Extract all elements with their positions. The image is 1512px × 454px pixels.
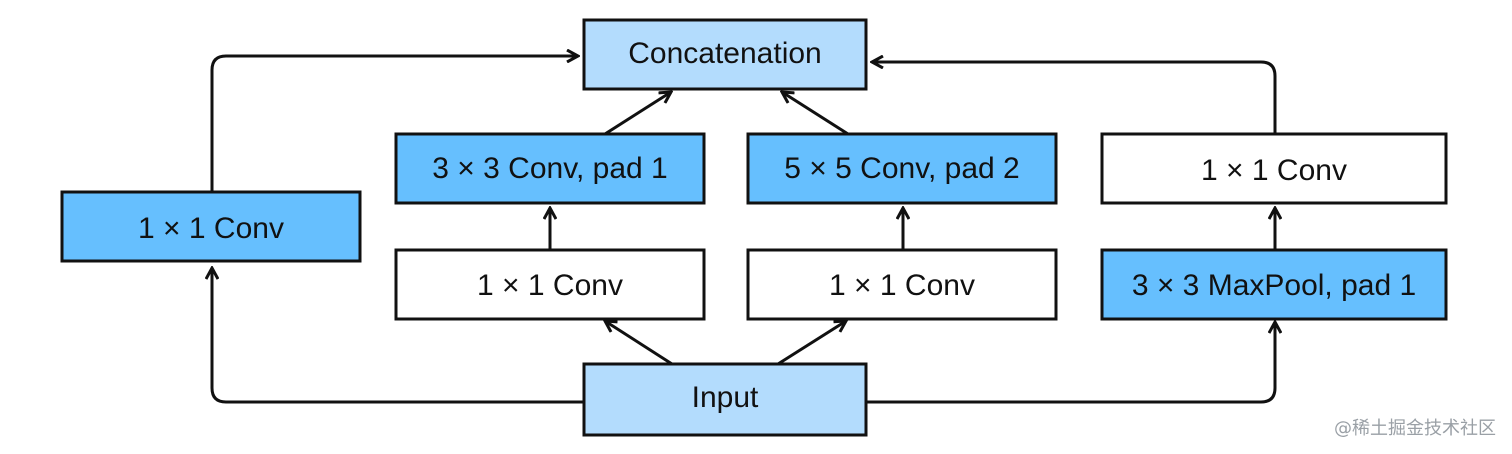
edge-branch1-to-concat — [210, 56, 578, 192]
branch3-conv5x5-label: 5 × 5 Conv, pad 2 — [784, 152, 1019, 185]
branch4-maxpool-node: 3 × 3 MaxPool, pad 1 — [1100, 248, 1448, 321]
branch2-conv3x3-label: 3 × 3 Conv, pad 1 — [432, 152, 667, 185]
input-label: Input — [692, 381, 759, 414]
edge-input-to-branch1 — [212, 268, 584, 404]
concatenation-node: Concatenation — [582, 18, 868, 91]
branch2-conv1x1-box — [394, 248, 706, 321]
input-node: Input — [582, 362, 868, 437]
branch4-conv1x1-box — [1100, 132, 1448, 205]
branch3-conv5x5-box — [746, 132, 1058, 205]
branch1-conv1x1-label: 1 × 1 Conv — [138, 212, 284, 245]
branch1-conv1x1-box — [60, 190, 362, 263]
branch2-conv3x3-box — [394, 132, 706, 205]
branch2-conv1x1-label: 1 × 1 Conv — [477, 269, 623, 302]
branch4-maxpool-label: 3 × 3 MaxPool, pad 1 — [1132, 269, 1416, 302]
edge-branch2-to-concat — [604, 92, 671, 136]
watermark-text: @稀土掘金技术社区 — [1334, 418, 1496, 439]
connectors — [210, 56, 1277, 404]
edge-branch4-to-concat — [872, 62, 1277, 134]
edge-branch3-to-concat — [782, 92, 849, 136]
edge-input-to-branch4 — [865, 322, 1275, 404]
branch2-conv1x1-node: 1 × 1 Conv — [394, 248, 706, 321]
branch3-conv1x1-node: 1 × 1 Conv — [746, 248, 1058, 321]
branch3-conv1x1-label: 1 × 1 Conv — [829, 269, 975, 302]
branch4-maxpool-box — [1100, 248, 1448, 321]
branch4-conv1x1-node: 1 × 1 Conv — [1100, 132, 1448, 205]
input-box — [582, 362, 868, 437]
branch3-conv1x1-box — [746, 248, 1058, 321]
edge-input-to-branch3 — [777, 321, 846, 366]
concatenation-label: Concatenation — [628, 37, 821, 70]
branch1-conv1x1-node: 1 × 1 Conv — [60, 190, 362, 263]
branch2-conv3x3-node: 3 × 3 Conv, pad 1 — [394, 132, 706, 205]
branch3-conv5x5-node: 5 × 5 Conv, pad 2 — [746, 132, 1058, 205]
concatenation-box — [582, 18, 868, 91]
edge-input-to-branch2 — [605, 321, 673, 366]
branch4-conv1x1-label: 1 × 1 Conv — [1201, 154, 1347, 187]
